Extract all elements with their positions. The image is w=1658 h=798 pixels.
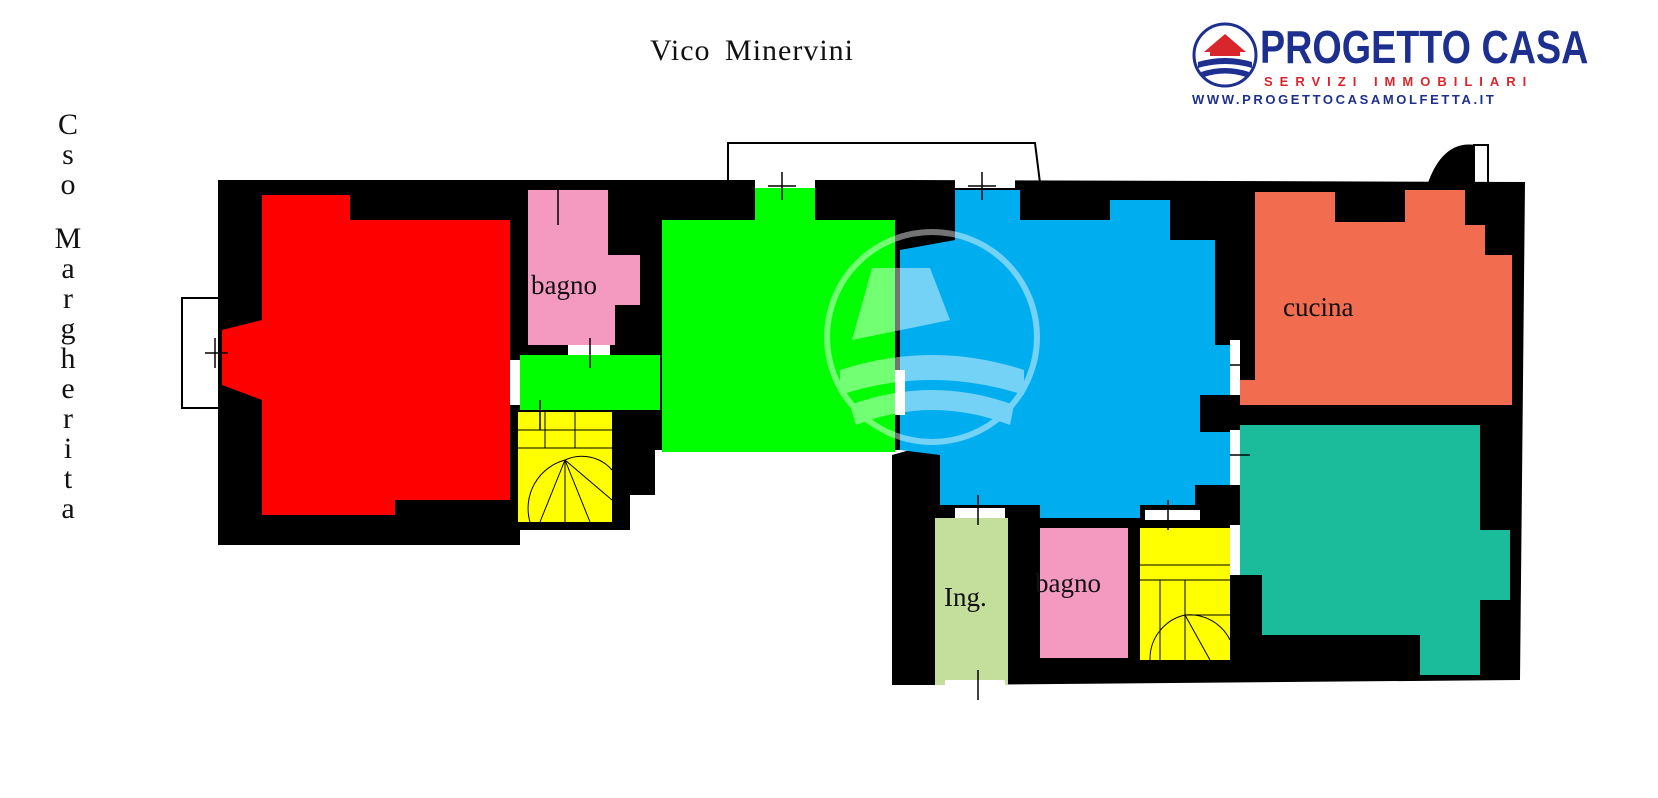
street-label-top: Vico Minervini: [650, 34, 854, 67]
logo-url: WWW.PROGETTOCASAMOLFETTA.IT: [1192, 92, 1497, 107]
room-label-cucina: cucina: [1283, 292, 1354, 322]
brand-logo: PROGETTO CASA SERVIZI IMMOBILIARI WWW.PR…: [1192, 20, 1588, 110]
side-letter: r: [63, 282, 73, 315]
house-wave-icon: [1192, 22, 1258, 88]
room-ingresso: [935, 518, 1008, 685]
side-letter: o: [60, 168, 76, 201]
logo-title: PROGETTO CASA: [1260, 21, 1589, 73]
stair-east-lines: [1140, 564, 1231, 661]
room-bagno-2: [1040, 528, 1128, 658]
balcony-top-right: [1473, 144, 1489, 183]
side-letter: i: [63, 432, 73, 465]
side-letter: a: [61, 252, 75, 285]
balcony-top: [727, 142, 1041, 184]
room-blue: [900, 190, 1235, 518]
side-gap: [48, 200, 88, 224]
logo-subtitle: SERVIZI IMMOBILIARI: [1264, 74, 1534, 89]
room-green: [662, 185, 895, 452]
side-letter: s: [62, 138, 74, 171]
room-label-bagno-2: bagno: [1035, 568, 1101, 598]
watermark-logo: [824, 229, 1040, 445]
side-letter: a: [61, 492, 75, 525]
street-label-side: C s o M a r g h e r i t a: [48, 110, 88, 524]
side-letter: t: [63, 462, 73, 495]
room-bagno-1: [528, 190, 640, 345]
side-letter: h: [60, 342, 76, 375]
side-letter: e: [61, 372, 75, 405]
stair-west-lines: [518, 412, 613, 523]
room-cucina: [1240, 190, 1512, 405]
side-letter: g: [60, 312, 76, 345]
room-label-ingresso: Ing.: [944, 582, 987, 612]
door-marks: [205, 172, 1250, 700]
side-letter: C: [57, 108, 78, 141]
side-letter: M: [54, 222, 82, 255]
room-label-bagno-1: bagno: [531, 270, 597, 300]
room-red: [222, 195, 510, 515]
side-letter: r: [63, 402, 73, 435]
room-teal: [1240, 425, 1510, 675]
openings: [510, 180, 1240, 686]
room-corridor: [520, 355, 660, 410]
